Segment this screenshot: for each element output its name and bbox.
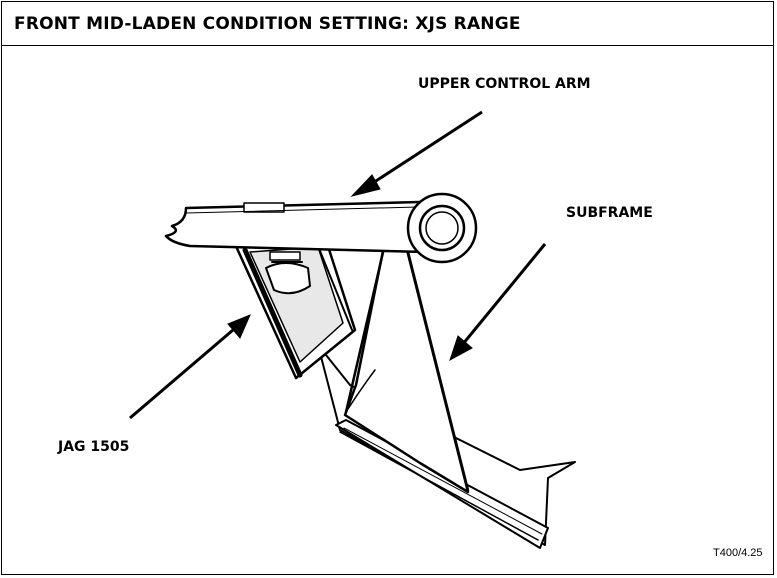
upper-arm-arrowhead [350, 174, 381, 197]
label-jag-1505: JAG 1505 [58, 439, 130, 455]
pivot-bushing [406, 192, 478, 264]
jag-1505-tool [233, 238, 357, 380]
subframe-arrowhead [449, 335, 473, 362]
jag-arrowhead [227, 314, 251, 339]
upper-control-arm [164, 200, 427, 254]
label-upper-control-arm: UPPER CONTROL ARM [418, 76, 591, 92]
figure-reference: T400/4.25 [713, 547, 763, 559]
diagram-title: FRONT MID-LADEN CONDITION SETTING: XJS R… [14, 14, 521, 34]
subframe-tower [343, 240, 470, 494]
header-bar: FRONT MID-LADEN CONDITION SETTING: XJS R… [2, 2, 773, 46]
subframe-leader-arrow [456, 243, 547, 351]
jag-leader-arrow [129, 322, 241, 420]
label-subframe: SUBFRAME [566, 205, 653, 221]
upper-arm-leader-arrow [361, 110, 483, 192]
